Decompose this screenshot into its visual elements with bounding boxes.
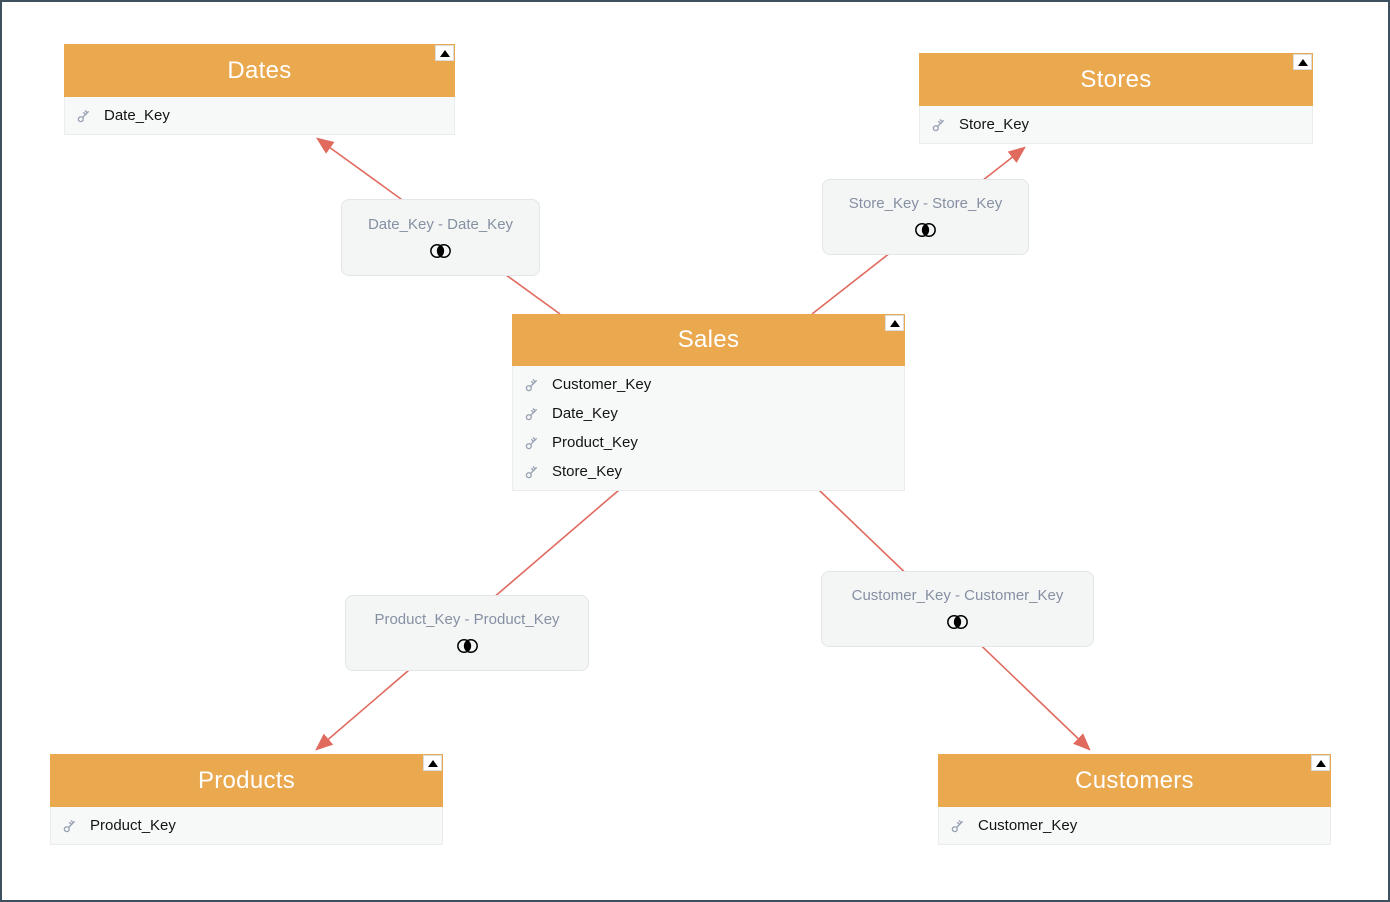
collapse-triangle-icon bbox=[1315, 759, 1326, 767]
table-title: Stores bbox=[1080, 65, 1152, 93]
table-header[interactable]: Products bbox=[50, 754, 443, 807]
field-name: Store_Key bbox=[552, 463, 623, 480]
field-row[interactable]: Store_Key bbox=[513, 457, 904, 486]
relationship-card-stores-sales[interactable]: Store_Key - Store_Key bbox=[822, 179, 1029, 255]
inner-join-icon bbox=[947, 614, 968, 630]
field-name: Product_Key bbox=[552, 434, 638, 451]
collapse-button[interactable] bbox=[1311, 755, 1330, 771]
collapse-triangle-icon bbox=[427, 759, 438, 767]
table-fields: Product_Key bbox=[50, 807, 443, 845]
table-title: Sales bbox=[677, 326, 740, 353]
field-name: Store_Key bbox=[959, 116, 1030, 133]
field-name: Date_Key bbox=[552, 405, 618, 422]
field-row[interactable]: Customer_Key bbox=[513, 370, 904, 399]
table-header[interactable]: Stores bbox=[919, 53, 1313, 106]
collapse-button[interactable] bbox=[885, 315, 904, 331]
relationship-card-dates-sales[interactable]: Date_Key - Date_Key bbox=[341, 199, 540, 276]
key-icon bbox=[932, 118, 945, 131]
table-customers[interactable]: Customers Customer_Key bbox=[938, 754, 1331, 845]
relationship-label: Product_Key - Product_Key bbox=[374, 611, 560, 628]
table-fields: Customer_Key bbox=[938, 807, 1331, 845]
inner-join-icon bbox=[456, 638, 478, 654]
field-row[interactable]: Date_Key bbox=[513, 399, 904, 428]
field-row[interactable]: Customer_Key bbox=[939, 811, 1330, 840]
key-icon bbox=[951, 819, 964, 832]
collapse-button[interactable] bbox=[423, 755, 442, 771]
field-name: Product_Key bbox=[90, 817, 176, 834]
table-fields: Date_Key bbox=[64, 97, 455, 135]
table-fields: Customer_Key Date_Key Product_Key bbox=[512, 366, 905, 491]
inner-join-icon bbox=[915, 222, 936, 238]
key-icon bbox=[63, 819, 76, 832]
relationship-card-customers-sales[interactable]: Customer_Key - Customer_Key bbox=[821, 571, 1094, 647]
relationship-card-products-sales[interactable]: Product_Key - Product_Key bbox=[345, 595, 589, 671]
field-name: Date_Key bbox=[104, 107, 170, 124]
table-fields: Store_Key bbox=[919, 106, 1313, 144]
key-icon bbox=[525, 465, 538, 478]
collapse-triangle-icon bbox=[1297, 58, 1308, 66]
table-sales[interactable]: Sales Customer_Key Date_ bbox=[512, 314, 905, 491]
collapse-button[interactable] bbox=[435, 45, 454, 61]
relationship-label: Date_Key - Date_Key bbox=[367, 215, 514, 233]
table-header[interactable]: Dates bbox=[64, 44, 455, 97]
field-row[interactable]: Product_Key bbox=[513, 428, 904, 457]
field-row[interactable]: Store_Key bbox=[920, 110, 1312, 139]
key-icon bbox=[77, 109, 90, 122]
key-icon bbox=[525, 407, 538, 420]
table-stores[interactable]: Stores Store_Key bbox=[919, 53, 1313, 144]
table-title: Products bbox=[197, 766, 296, 794]
inner-join-icon bbox=[430, 243, 451, 258]
field-name: Customer_Key bbox=[552, 376, 652, 393]
key-icon bbox=[525, 436, 538, 449]
relationship-label: Store_Key - Store_Key bbox=[848, 195, 1003, 212]
field-row[interactable]: Date_Key bbox=[65, 101, 454, 130]
relationship-label: Customer_Key - Customer_Key bbox=[851, 587, 1064, 604]
key-icon bbox=[525, 378, 538, 391]
field-row[interactable]: Product_Key bbox=[51, 811, 442, 840]
field-name: Customer_Key bbox=[978, 817, 1078, 834]
table-header[interactable]: Sales bbox=[512, 314, 905, 366]
table-products[interactable]: Products Product_Key bbox=[50, 754, 443, 845]
table-title: Customers bbox=[1075, 766, 1194, 794]
table-title: Dates bbox=[227, 56, 292, 84]
table-dates[interactable]: Dates Date_Key bbox=[64, 44, 455, 135]
collapse-button[interactable] bbox=[1293, 54, 1312, 70]
collapse-triangle-icon bbox=[889, 319, 900, 327]
collapse-triangle-icon bbox=[439, 49, 450, 57]
table-header[interactable]: Customers bbox=[938, 754, 1331, 807]
